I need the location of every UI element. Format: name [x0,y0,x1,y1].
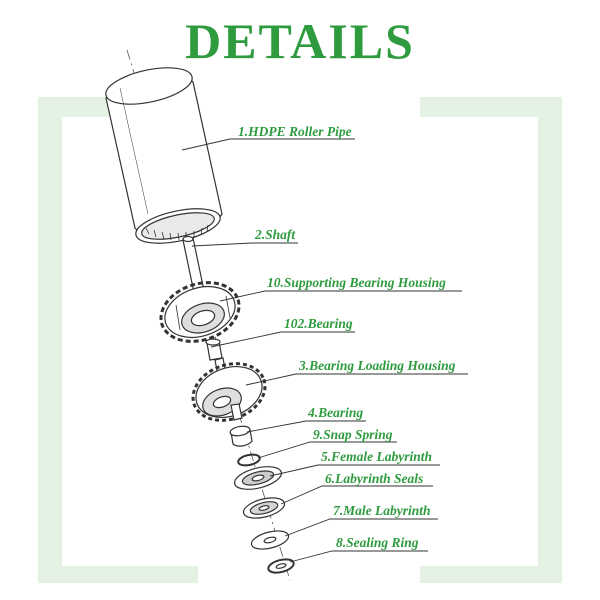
part-label-sealing-ring: 8.Sealing Ring [336,535,419,550]
part-label-bearing-loading-housing: 3.Bearing Loading Housing [299,358,456,373]
axis-line [126,49,291,581]
part-label-shaft: 2.Shaft [255,227,296,242]
part-label-male-labyrinth: 7.Male Labyrinth [333,503,431,518]
roller-pipe-drawing [105,67,223,244]
supporting-bearing-housing-drawing [159,281,241,343]
bearing-4-drawing [229,425,253,447]
part-label-bearing-102: 102.Bearing [284,316,353,331]
part-label-snap-spring: 9.Snap Spring [313,427,393,442]
part-label-female-labyrinth: 5.Female Labyrinth [321,449,432,464]
part-label-bearing: 4.Bearing [308,405,364,420]
part-label-hdpe-roller-pipe: 1.HDPE Roller Pipe [238,124,352,139]
background-frame [38,97,562,583]
male-labyrinth-drawing [250,530,290,550]
part-label-supporting-bearing-housing: 10.Supporting Bearing Housing [267,275,446,290]
leader-lines [181,138,468,563]
part-label-labyrinth-seals: 6.Labyrinth Seals [325,471,424,486]
page-title: DETAILS [185,13,415,69]
bearing-loading-housing-drawing [191,362,267,422]
female-labyrinth-drawing [233,466,283,490]
sealing-ring-drawing [267,558,295,574]
labyrinth-seals-drawing [242,497,286,519]
